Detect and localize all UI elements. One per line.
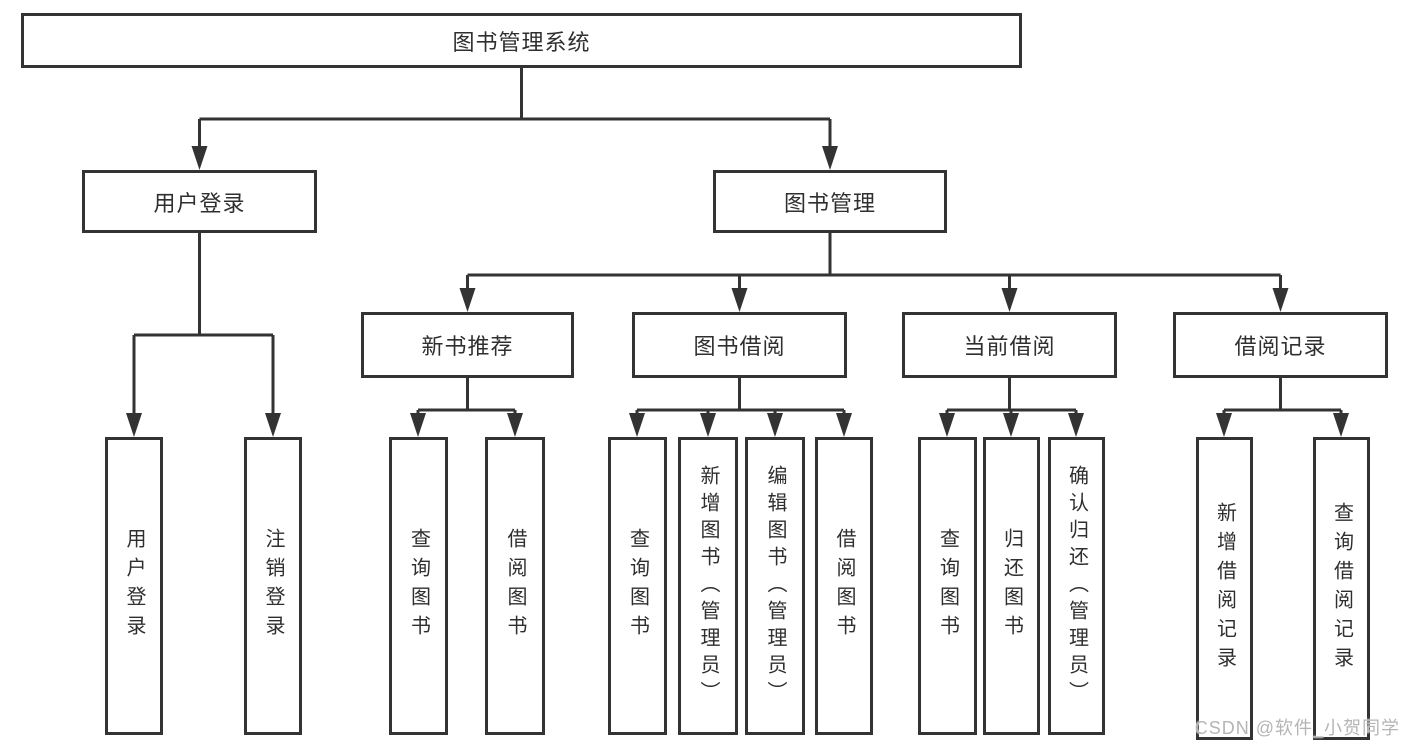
node-leaf-query-borrow-record: 查询借阅记录 (1313, 437, 1370, 740)
connector-user-login-children (126, 233, 281, 437)
leaf-user-login-label: 用户登录 (123, 528, 145, 644)
node-current-borrow: 当前借阅 (902, 312, 1117, 378)
node-leaf-return-book: 归还图书 (983, 437, 1040, 735)
leaf-query-book-3-label: 查询图书 (936, 528, 959, 644)
node-borrow-record: 借阅记录 (1173, 312, 1388, 378)
node-leaf-edit-book-admin: 编辑图书（管理员） (745, 437, 805, 735)
node-leaf-user-login: 用户登录 (105, 437, 163, 735)
connector-book-mgmt-modules (459, 233, 1289, 312)
node-leaf-add-borrow-record: 新增借阅记录 (1196, 437, 1253, 740)
node-new-book-recommend: 新书推荐 (361, 312, 574, 378)
node-book-borrow: 图书借阅 (632, 312, 847, 378)
leaf-confirm-return-admin-label: 确认归还（管理员） (1065, 464, 1088, 708)
node-user-login-label: 用户登录 (153, 190, 246, 216)
node-leaf-query-book-2: 查询图书 (608, 437, 667, 735)
connector-book-borrow-children (629, 378, 852, 437)
node-leaf-query-book-3: 查询图书 (918, 437, 977, 735)
connector-new-book-children (410, 378, 523, 437)
leaf-add-book-admin-label: 新增图书（管理员） (697, 464, 719, 708)
leaf-return-book-label: 归还图书 (1000, 528, 1023, 644)
leaf-edit-book-admin-label: 编辑图书（管理员） (764, 464, 786, 708)
leaf-borrow-book-2-label: 借阅图书 (833, 528, 855, 644)
node-book-borrow-label: 图书借阅 (693, 334, 786, 359)
node-root-label: 图书管理系统 (452, 29, 591, 55)
node-current-borrow-label: 当前借阅 (963, 334, 1056, 359)
node-book-management-branch: 图书管理 (713, 170, 947, 233)
leaf-add-borrow-record-label: 新增借阅记录 (1213, 501, 1236, 676)
node-leaf-logout: 注销登录 (244, 437, 302, 735)
node-new-book-label: 新书推荐 (421, 334, 514, 359)
node-leaf-confirm-return-admin: 确认归还（管理员） (1048, 437, 1105, 735)
node-leaf-add-book-admin: 新增图书（管理员） (678, 437, 738, 735)
node-leaf-borrow-book-2: 借阅图书 (815, 437, 873, 735)
connector-borrow-record-children (1216, 378, 1349, 437)
node-root-system: 图书管理系统 (21, 13, 1022, 68)
csdn-watermark: CSDN @软件_小贺同学 (1194, 718, 1400, 738)
node-leaf-query-book-1: 查询图书 (389, 437, 448, 735)
node-user-login-branch: 用户登录 (82, 170, 317, 233)
node-leaf-borrow-book-1: 借阅图书 (485, 437, 545, 735)
connector-root-to-branches (191, 68, 838, 170)
leaf-query-borrow-record-label: 查询借阅记录 (1330, 501, 1353, 676)
node-borrow-record-label: 借阅记录 (1234, 334, 1327, 359)
leaf-query-book-2-label: 查询图书 (626, 528, 649, 644)
node-book-management-label: 图书管理 (783, 190, 876, 216)
leaf-logout-label: 注销登录 (262, 528, 284, 644)
leaf-borrow-book-1-label: 借阅图书 (504, 528, 526, 644)
connector-current-borrow-children (939, 378, 1084, 437)
leaf-query-book-1-label: 查询图书 (407, 528, 430, 644)
